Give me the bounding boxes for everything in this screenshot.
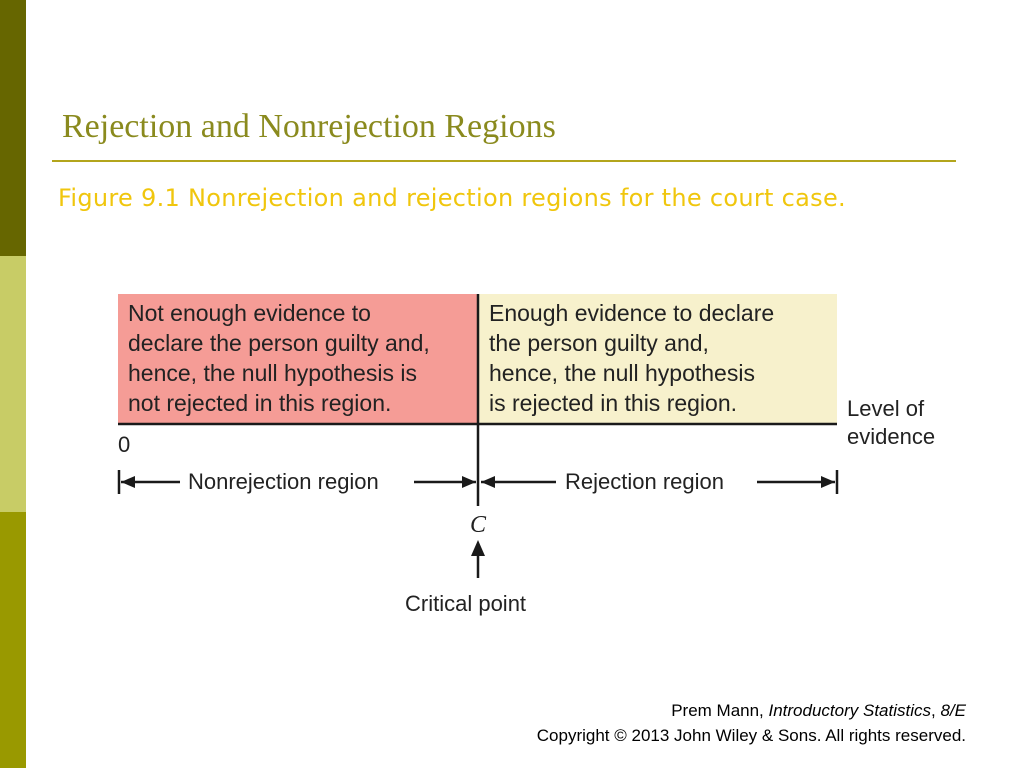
rejection-region-label: Rejection region [563,469,726,495]
citation-author: Prem Mann, [671,701,769,720]
citation-separator: , [931,701,941,720]
sidebar-band-top [0,0,26,256]
nonrejection-arrowhead-left [121,476,135,488]
rejection-region-box: Enough evidence to declare the person gu… [479,294,837,424]
axis-origin-label: 0 [118,432,131,457]
citation-line: Prem Mann, Introductory Statistics, 8/E [537,698,966,723]
rejection-arrowhead-left [481,476,495,488]
critical-point-label: Critical point [405,591,527,616]
citation-edition: 8/E [940,701,966,720]
axis-end-label: Level of evidence [847,396,936,449]
nonrejection-region-label: Nonrejection region [186,469,381,495]
slide-footer: Prem Mann, Introductory Statistics, 8/E … [537,698,966,748]
slide-title: Rejection and Nonrejection Regions [62,108,556,145]
rejection-arrowhead-right [821,476,835,488]
title-underline [52,160,956,162]
copyright-line: Copyright © 2013 John Wiley & Sons. All … [536,726,966,745]
nonrejection-arrowhead-right [462,476,476,488]
sidebar-band-middle [0,256,26,512]
critical-point-arrowhead [471,540,485,556]
critical-value-symbol: C [470,512,487,538]
nonrejection-region-box: Not enough evidence to declare the perso… [118,294,477,424]
citation-book-title: Introductory Statistics [768,701,932,720]
figure-caption: Figure 9.1 Nonrejection and rejection re… [58,184,846,212]
sidebar-band-bottom [0,512,26,768]
